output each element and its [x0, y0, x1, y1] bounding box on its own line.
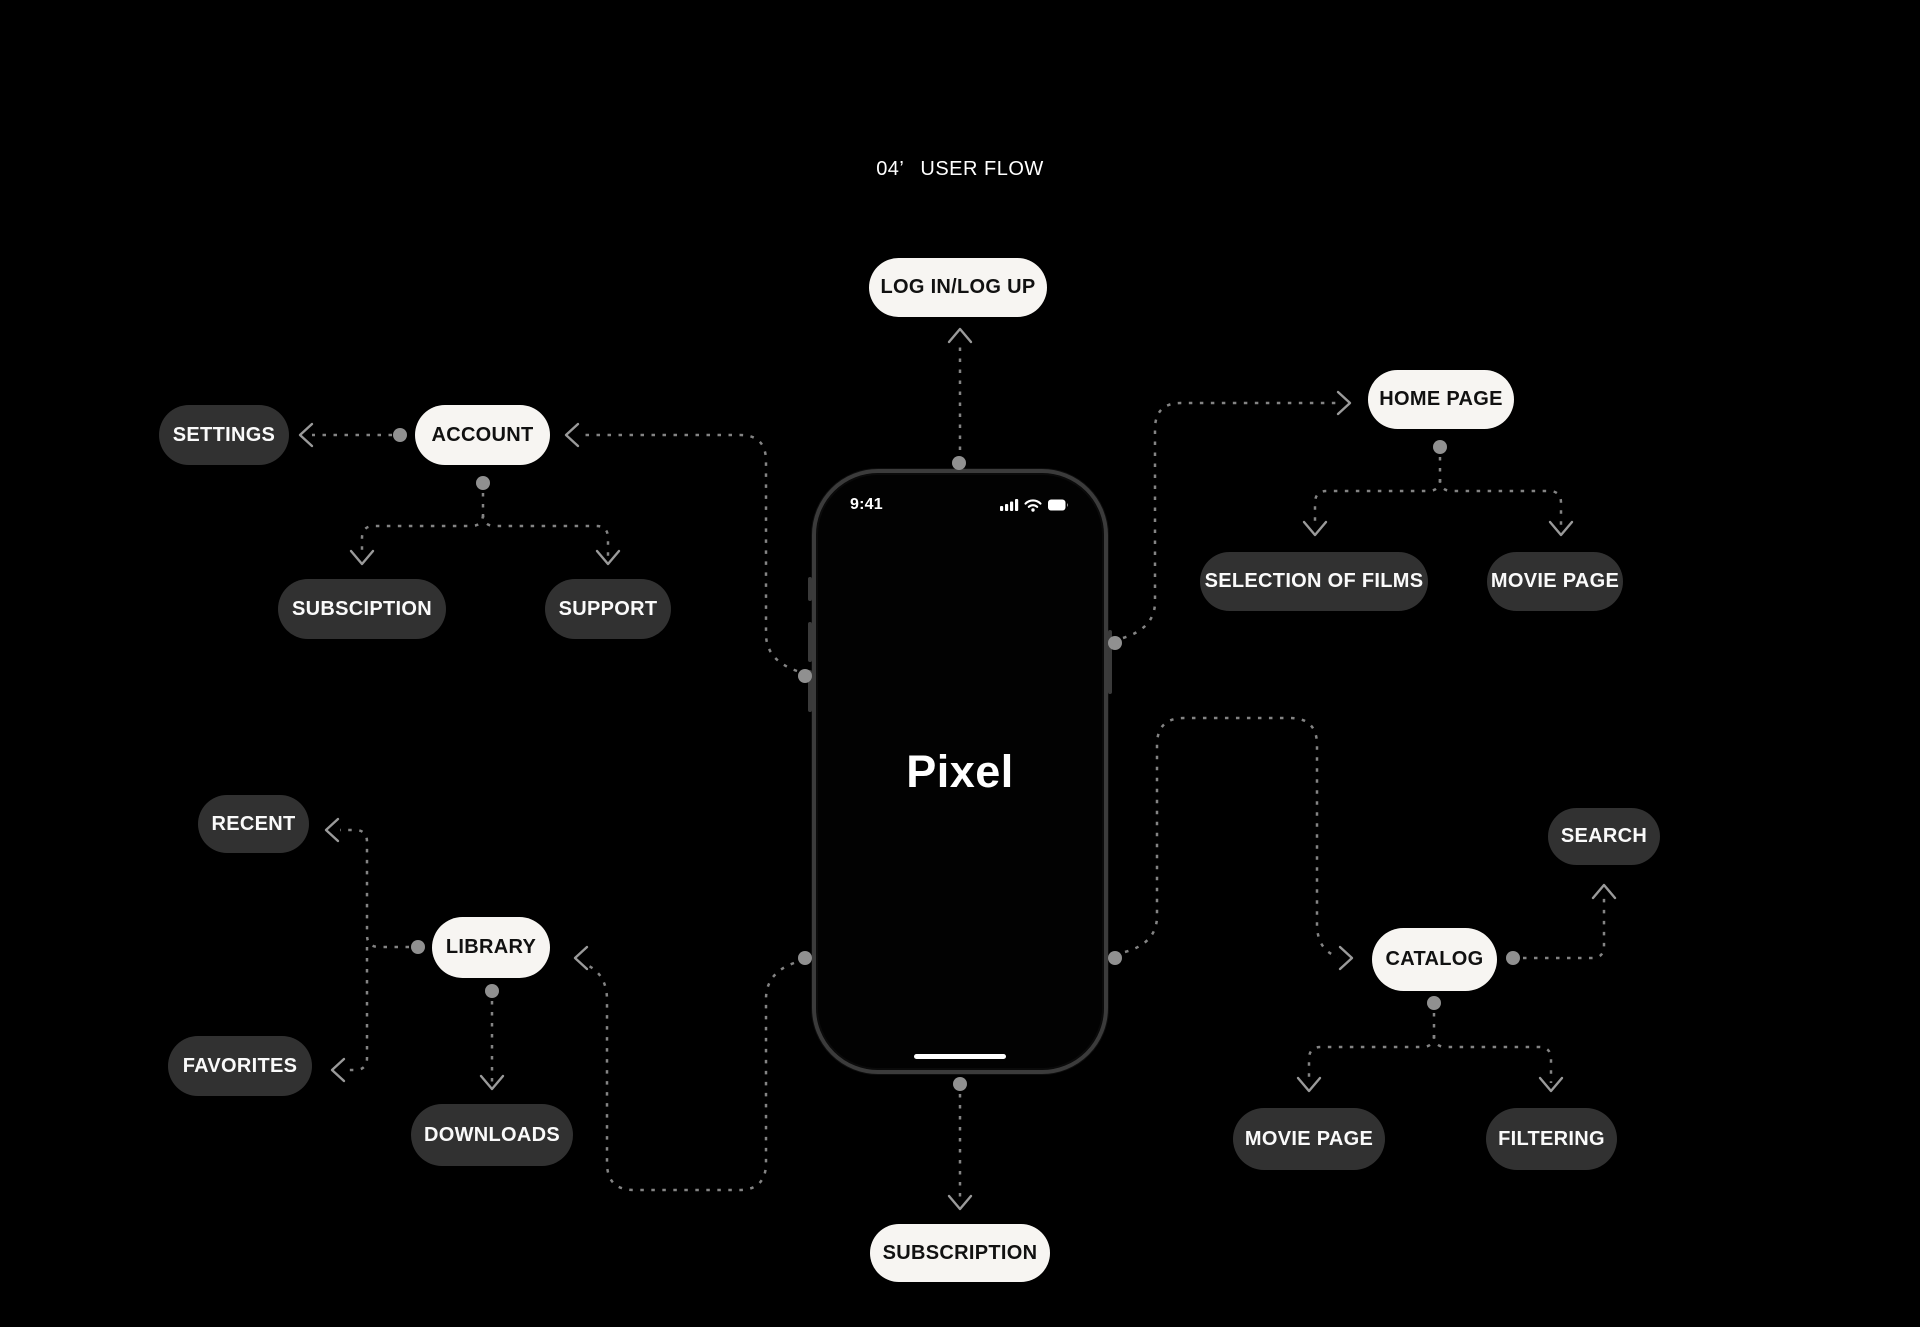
node-favorites[interactable]: FAVORITES: [168, 1036, 312, 1096]
connector-account-children: [349, 476, 621, 566]
power-button: [1108, 630, 1112, 694]
section-index: 04’: [876, 158, 905, 180]
battery-icon: [1048, 499, 1068, 511]
node-selection-of-films[interactable]: SELECTION OF FILMS: [1200, 552, 1428, 611]
status-time: 9:41: [850, 496, 883, 513]
node-downloads[interactable]: DOWNLOADS: [411, 1104, 573, 1166]
action-button: [808, 577, 812, 601]
volume-up-button: [808, 622, 812, 662]
connector-phone-login: [947, 327, 973, 470]
node-subsciption[interactable]: SUBSCIPTION: [278, 579, 446, 639]
phone-mockup: 9:41 Pixel: [812, 469, 1108, 1074]
page-title: 04’ USER FLOW: [0, 158, 1920, 181]
volume-down-button: [808, 670, 812, 712]
node-login[interactable]: LOG IN/LOG UP: [869, 258, 1047, 317]
connector-phone-library: [573, 945, 812, 1192]
node-recent[interactable]: RECENT: [198, 795, 309, 853]
node-search[interactable]: SEARCH: [1548, 808, 1660, 865]
node-catalog[interactable]: CATALOG: [1372, 928, 1497, 991]
connector-library-recent-favorites: [324, 817, 425, 1083]
node-support[interactable]: SUPPORT: [545, 579, 671, 639]
node-settings[interactable]: SETTINGS: [159, 405, 289, 465]
node-subscription-bottom[interactable]: SUBSCRIPTION: [870, 1224, 1050, 1282]
connector-catalog-children: [1296, 996, 1564, 1093]
wifi-icon: [1024, 499, 1042, 512]
phone-statusbar: 9:41: [816, 495, 1104, 515]
node-home-page[interactable]: HOME PAGE: [1368, 370, 1514, 429]
home-indicator: [914, 1054, 1006, 1059]
connector-phone-catalog: [1108, 716, 1354, 971]
node-account[interactable]: ACCOUNT: [415, 405, 550, 465]
phone-brand-text: Pixel: [906, 745, 1014, 797]
connector-library-downloads: [479, 984, 505, 1091]
connector-catalog-search: [1506, 883, 1617, 965]
node-filtering[interactable]: FILTERING: [1486, 1108, 1617, 1170]
connector-homepage-children: [1302, 440, 1574, 537]
connector-phone-homepage: [1108, 390, 1352, 650]
status-icons: [1000, 499, 1068, 512]
node-movie-page-top[interactable]: MOVIE PAGE: [1487, 552, 1623, 611]
connector-phone-subscription: [947, 1077, 973, 1211]
node-library[interactable]: LIBRARY: [432, 917, 550, 978]
node-movie-page-bottom[interactable]: MOVIE PAGE: [1233, 1108, 1385, 1170]
signal-icon: [1000, 499, 1019, 511]
connector-phone-account: [564, 422, 812, 683]
section-title: USER FLOW: [920, 158, 1044, 180]
connector-account-settings: [298, 422, 407, 448]
